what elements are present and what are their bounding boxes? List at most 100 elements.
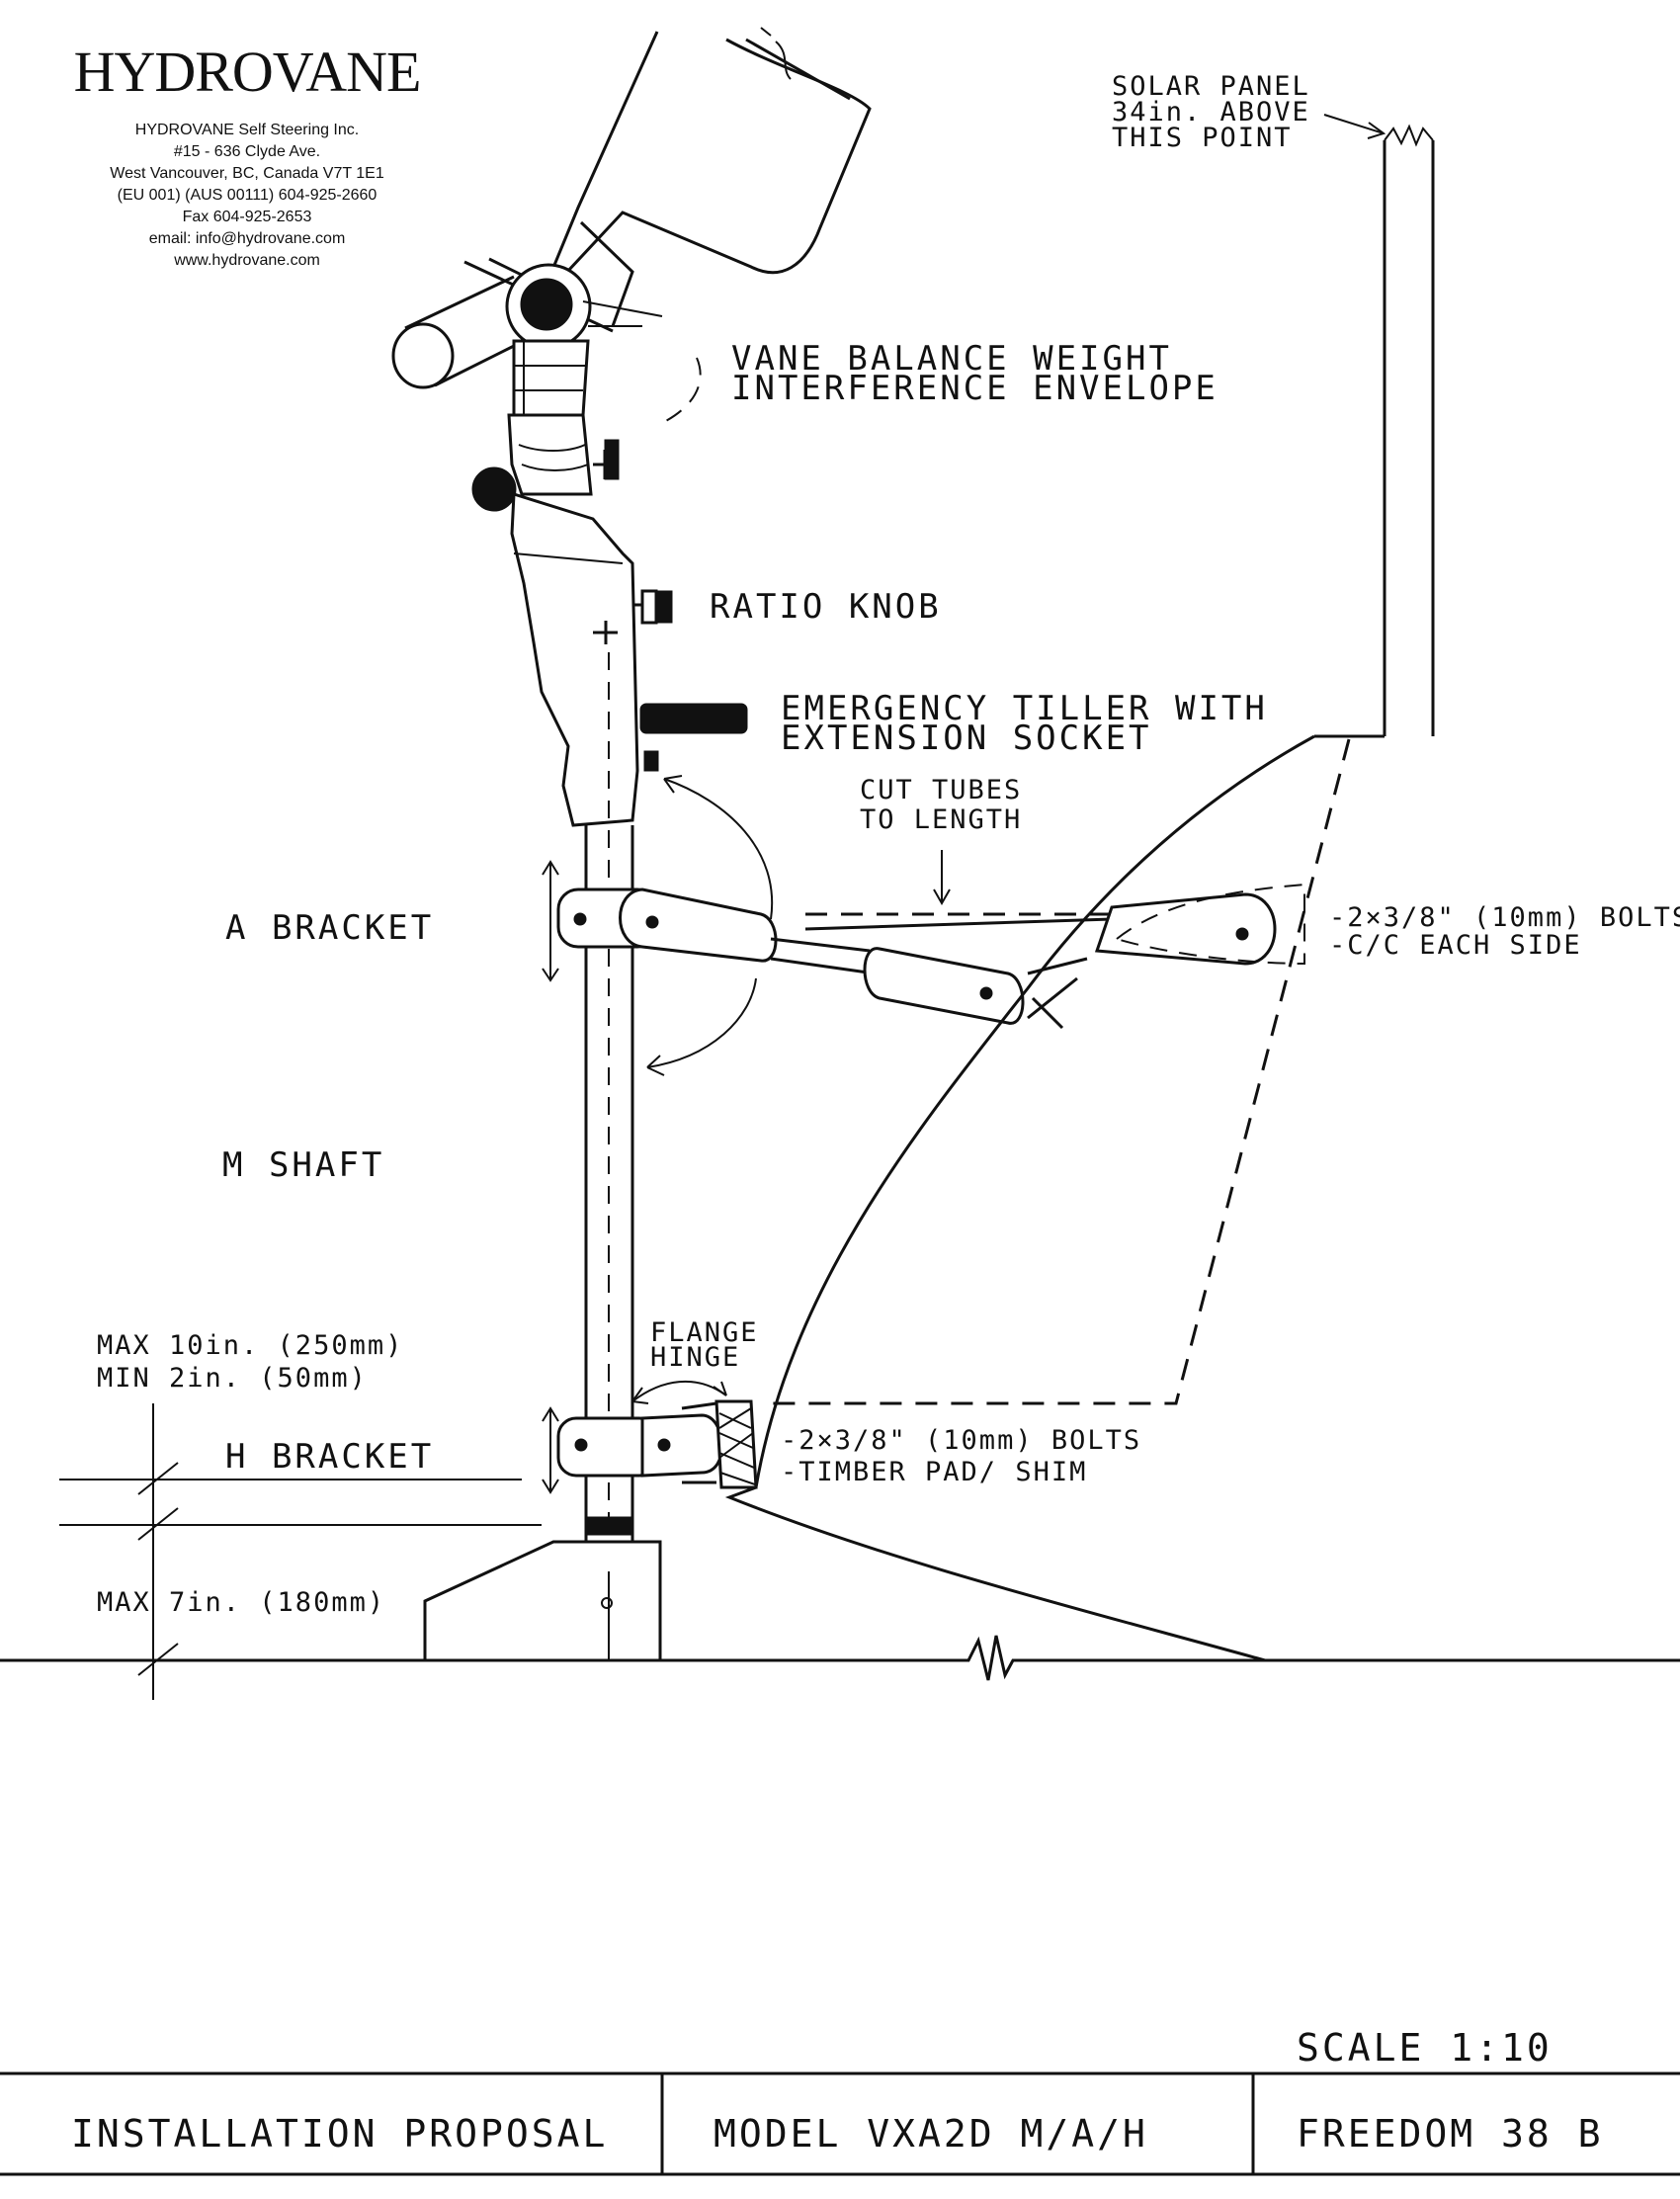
rudder-top-plate xyxy=(423,1540,662,1660)
counterweight-end xyxy=(391,322,455,389)
cut-tubes-arrow xyxy=(933,850,951,906)
rotation-arc-bottom xyxy=(646,977,757,1068)
emergency-tiller-label-2: EXTENSION SOCKET xyxy=(781,719,1152,758)
annotation-labels: SOLAR PANEL 34in. ABOVE THIS POINT VANE … xyxy=(97,71,1680,2070)
vane-frame-left xyxy=(488,31,659,290)
company-line-3: West Vancouver, BC, Canada V7T 1E1 xyxy=(110,165,384,182)
m-shaft-label: M SHAFT xyxy=(222,1145,384,1185)
rudder-pivot xyxy=(601,1597,613,1609)
flange-hinge-label-2: HINGE xyxy=(650,1342,740,1373)
company-line-6: email: info@hydrovane.com xyxy=(149,230,346,247)
dim-ticks xyxy=(137,1462,179,1676)
rotation-arrowhead-bottom xyxy=(646,1055,665,1076)
waterline xyxy=(0,1635,1680,1681)
rotation-arrowhead-top xyxy=(663,775,683,794)
ratio-knob-label: RATIO KNOB xyxy=(710,587,942,627)
lower-tube xyxy=(770,937,876,975)
max-min-label-1: MAX 10in. (250mm) xyxy=(97,1330,403,1361)
lower-knob xyxy=(643,750,659,772)
hydrovane-unit xyxy=(471,339,748,827)
bolts-bottom-label-1: -2×3/8" (10mm) BOLTS xyxy=(781,1425,1141,1456)
pivot-lines xyxy=(582,300,663,327)
emergency-tiller-label-1: EMERGENCY TILLER WITH xyxy=(781,689,1268,728)
clutch-housing xyxy=(507,413,593,496)
solar-panel-label-3: THIS POINT xyxy=(1112,123,1293,153)
clutch-bands xyxy=(518,444,589,471)
flange-hinge-label-1: FLANGE xyxy=(650,1317,759,1348)
upper-tube-edge xyxy=(804,917,1113,931)
hull-mount-upper-pin xyxy=(1235,927,1249,941)
upper-column xyxy=(512,339,590,417)
bolts-bottom-label-2: -TIMBER PAD/ SHIM xyxy=(781,1457,1087,1487)
h-bracket-dim xyxy=(542,1406,559,1494)
vane-top-edge xyxy=(745,38,851,101)
max-min-label-2: MIN 2in. (50mm) xyxy=(97,1363,368,1394)
solar-panel-label-2: 34in. ABOVE xyxy=(1112,97,1310,127)
a-bracket-bolt-left xyxy=(573,912,587,926)
company-block: HYDROVANE HYDROVANE Self Steering Inc. #… xyxy=(74,40,422,269)
ratio-knob-body xyxy=(640,589,658,625)
balance-knob xyxy=(471,466,517,512)
company-line-7: www.hydrovane.com xyxy=(173,252,320,269)
installation-proposal-title: INSTALLATION PROPOSAL xyxy=(71,2112,608,2156)
hull-transom-profile xyxy=(724,734,1315,1662)
company-line-2: #15 - 636 Clyde Ave. xyxy=(174,143,320,160)
vane-pivot-hub xyxy=(520,278,573,331)
h-bracket-arms xyxy=(681,1401,717,1484)
h-bracket-pin xyxy=(657,1438,671,1452)
upper-column-detail xyxy=(514,341,585,415)
counterweight-arm xyxy=(404,275,525,387)
company-logo: HYDROVANE xyxy=(74,40,421,104)
a-bracket-assembly xyxy=(556,883,1305,1030)
max-7-label: MAX 7in. (180mm) xyxy=(97,1587,385,1618)
depth-dimensions xyxy=(59,1403,542,1700)
timber-pad-hatch xyxy=(718,1407,756,1485)
waterline-line xyxy=(0,1635,1680,1681)
vane-blade-outline xyxy=(551,38,872,289)
flange-hinge-arrow xyxy=(631,1380,727,1404)
a-bracket-tube-end xyxy=(619,888,778,963)
shaft-bottom-band xyxy=(585,1516,633,1536)
vane-balance-label-1: VANE BALANCE WEIGHT xyxy=(731,339,1172,379)
cut-tubes-label-2: TO LENGTH xyxy=(860,804,1022,835)
bolts-top-label-1: -2×3/8" (10mm) BOLTS xyxy=(1329,902,1680,933)
model-title: MODEL VXA2D M/A/H xyxy=(714,2112,1148,2156)
lower-tube-end xyxy=(863,947,1025,1025)
housing-cross xyxy=(593,621,618,644)
hull-hidden-outline xyxy=(771,738,1351,1405)
emergency-tiller-socket xyxy=(639,703,748,734)
housing-seam xyxy=(513,552,624,564)
h-bracket-label: H BRACKET xyxy=(225,1437,434,1477)
vane-break-mark xyxy=(760,27,792,80)
a-bracket-dim xyxy=(542,860,559,982)
clutch-knob-handle xyxy=(604,439,620,480)
vane-balance-label-2: INTERFERENCE ENVELOPE xyxy=(731,369,1218,408)
hull xyxy=(724,114,1435,1662)
boat-title: FREEDOM 38 B xyxy=(1297,2112,1604,2156)
company-line-4: (EU 001) (AUS 00111) 604-925-2660 xyxy=(118,187,378,204)
h-bracket-assembly xyxy=(556,1399,758,1489)
scale-label: SCALE 1:10 xyxy=(1297,2026,1553,2070)
cut-tubes-label-1: CUT TUBES xyxy=(860,775,1022,805)
title-block: INSTALLATION PROPOSAL MODEL VXA2D M/A/H … xyxy=(0,2072,1680,2176)
main-housing xyxy=(510,491,639,827)
lower-tube-pin xyxy=(979,986,993,1000)
hull-mount-bracket-lower xyxy=(1027,957,1088,1030)
counterweight xyxy=(391,263,663,389)
solar-panel-label-1: SOLAR PANEL xyxy=(1112,71,1310,102)
company-line-1: HYDROVANE Self Steering Inc. xyxy=(135,122,359,138)
interference-envelope-arc xyxy=(661,357,702,424)
hull-mount-hidden xyxy=(1116,883,1305,966)
solar-post-break xyxy=(1384,124,1434,147)
h-bracket-tube xyxy=(640,1413,724,1478)
h-bracket-bolt-left xyxy=(574,1438,588,1452)
a-bracket-label: A BRACKET xyxy=(225,908,434,948)
company-line-5: Fax 604-925-2653 xyxy=(183,209,312,225)
hull-mount-upper xyxy=(1094,892,1277,966)
a-bracket-pin xyxy=(645,915,659,929)
bolts-top-label-2: -C/C EACH SIDE xyxy=(1329,930,1582,961)
rotation-arc-top xyxy=(663,778,774,920)
rudder xyxy=(423,1540,662,1660)
